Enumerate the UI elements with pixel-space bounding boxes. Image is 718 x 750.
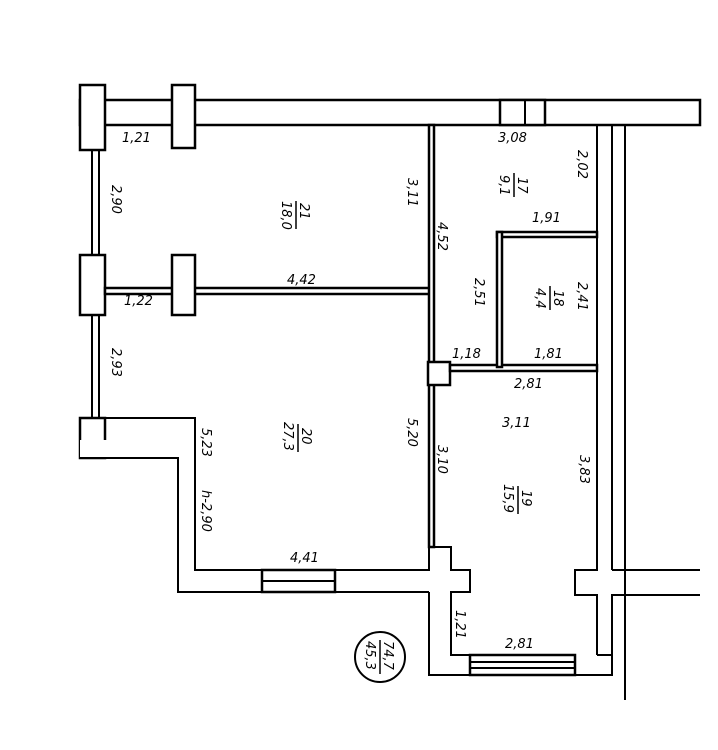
room-area: 27,3 (280, 422, 295, 451)
room-labels: 21 18,0 17 9,1 18 4,4 20 27,3 19 15,9 7 (278, 173, 565, 683)
dim: 3,83 (576, 455, 591, 484)
dim: 1,22 (124, 294, 153, 309)
room-area: 4,4 (532, 288, 547, 309)
total-area: 74,7 (380, 641, 395, 671)
dim: 2,51 (471, 278, 486, 307)
room-19-label: 19 15,9 (500, 484, 533, 514)
dim: 4,41 (290, 551, 319, 566)
dim: 2,81 (514, 377, 543, 392)
room-number: 19 (518, 490, 533, 507)
living-area: 45,3 (362, 641, 377, 670)
room-17-label: 17 9,1 (496, 173, 529, 197)
dim: 2,02 (574, 150, 589, 179)
dim: 4,52 (434, 222, 449, 251)
dim: 3,11 (404, 178, 419, 207)
dim: 4,42 (287, 273, 316, 288)
dim: 2,93 (108, 348, 123, 377)
dim: 2,81 (505, 637, 534, 652)
dim: 3,08 (498, 131, 527, 146)
dim: 1,81 (534, 347, 563, 362)
room-area: 18,0 (278, 201, 293, 230)
room-number: 21 (296, 203, 311, 220)
dim: 1,21 (122, 131, 151, 146)
dim: 1,91 (532, 211, 561, 226)
room-number: 18 (550, 290, 565, 307)
room-number: 17 (514, 177, 529, 194)
dim: h-2,90 (198, 490, 213, 532)
room-20-label: 20 27,3 (280, 422, 313, 452)
room-21-label: 21 18,0 (278, 201, 311, 230)
dim: 1,18 (452, 347, 481, 362)
dim: 5,23 (198, 428, 213, 457)
dim: 2,90 (108, 185, 123, 214)
room-number: 20 (298, 428, 313, 445)
dim: 3,10 (434, 445, 449, 474)
dim: 2,41 (574, 282, 589, 311)
room-18-label: 18 4,4 (532, 286, 565, 310)
room-area: 9,1 (496, 175, 511, 196)
dim: 3,11 (502, 416, 531, 431)
dim: 5,20 (404, 418, 419, 447)
room-area: 15,9 (500, 484, 515, 513)
dim: 1,21 (452, 610, 467, 639)
total-area-badge: 74,7 45,3 (354, 631, 406, 683)
walls (78, 83, 702, 700)
dimension-labels: 1,21 2,90 1,22 2,93 3,11 4,42 4,52 3,08 … (108, 131, 591, 652)
